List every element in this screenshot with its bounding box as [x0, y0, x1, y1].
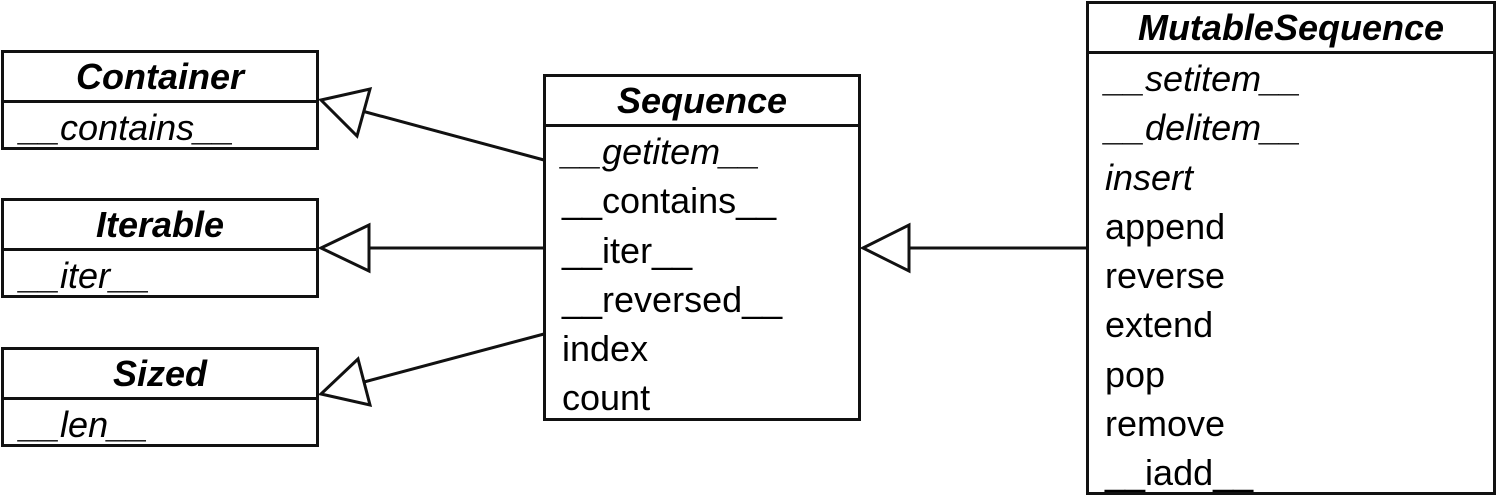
- class-member: __iter__: [20, 255, 151, 296]
- class-name: Container: [4, 53, 316, 103]
- class-container: Container __contains__: [1, 50, 319, 150]
- class-member: __iter__: [562, 229, 693, 271]
- inheritance-arrow-sequence: [859, 222, 911, 274]
- class-name: MutableSequence: [1089, 4, 1493, 54]
- class-mutable-sequence: MutableSequence __setitem__ __delitem__ …: [1086, 1, 1496, 495]
- class-member: reverse: [1105, 255, 1226, 297]
- inheritance-arrow-sized: [317, 356, 373, 408]
- class-member: __getitem__: [562, 131, 761, 172]
- class-name: Iterable: [4, 201, 316, 251]
- class-members: __getitem__ __contains__ __iter__ __reve…: [546, 127, 858, 423]
- class-member: pop: [1105, 353, 1166, 395]
- class-sequence: Sequence __getitem__ __contains__ __iter…: [543, 74, 861, 421]
- class-member: count: [562, 377, 651, 419]
- class-member: __iadd__: [1105, 452, 1254, 494]
- class-member: __contains__: [20, 107, 235, 148]
- class-member: __delitem__: [1105, 107, 1302, 149]
- class-iterable: Iterable __iter__: [1, 198, 319, 298]
- sequence-to-sized-line: [363, 332, 545, 384]
- class-members: __iter__: [4, 251, 316, 300]
- inheritance-arrow-container: [318, 86, 373, 139]
- inheritance-arrow-iterable: [317, 222, 371, 274]
- class-member: append: [1105, 205, 1226, 247]
- class-sized: Sized __len__: [1, 347, 319, 447]
- class-member: __setitem__: [1105, 58, 1302, 99]
- sequence-to-container-line: [361, 109, 545, 162]
- class-member: __reversed__: [562, 278, 783, 320]
- class-members: __len__: [4, 400, 316, 449]
- class-member: index: [562, 328, 649, 370]
- class-member: __contains__: [562, 180, 777, 222]
- class-members: __setitem__ __delitem__ insert append re…: [1089, 54, 1493, 498]
- class-name: Sequence: [546, 77, 858, 127]
- class-member: insert: [1105, 156, 1194, 198]
- class-name: Sized: [4, 350, 316, 400]
- class-member: extend: [1105, 304, 1214, 346]
- class-member: __len__: [20, 404, 149, 445]
- class-member: remove: [1105, 403, 1226, 445]
- class-members: __contains__: [4, 103, 316, 152]
